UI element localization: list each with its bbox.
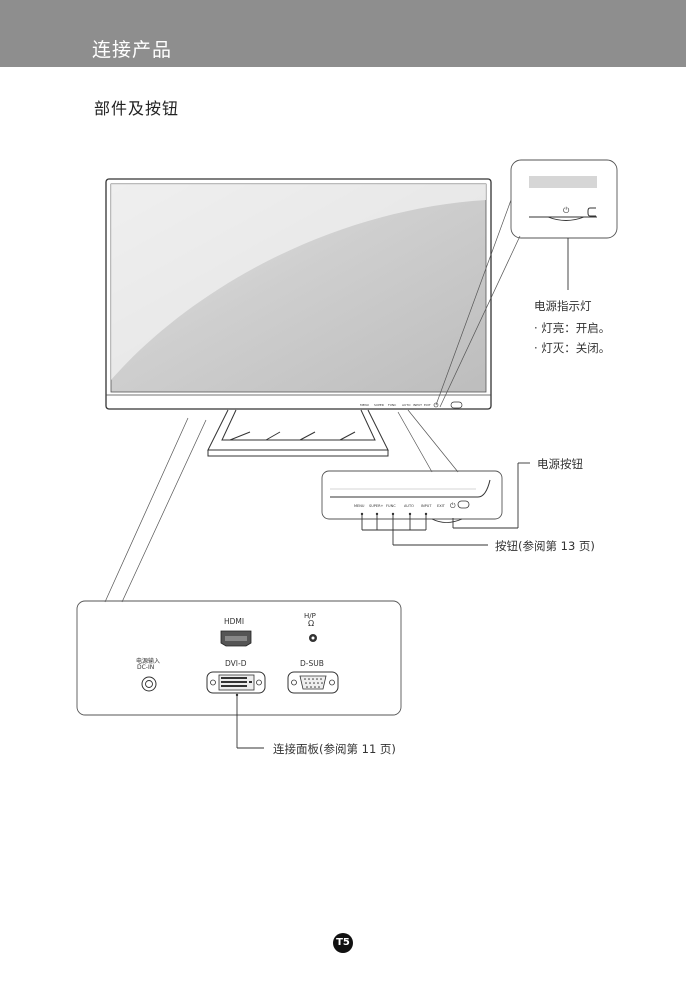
svg-text:SUPER: SUPER — [374, 403, 384, 407]
dc-in-label: DC-IN — [137, 664, 155, 671]
page-number: T5 — [333, 933, 353, 953]
svg-text:MENU: MENU — [360, 403, 369, 407]
connection-panel-label: 连接面板(参阅第 11 页) — [273, 742, 396, 756]
svg-text:INPUT: INPUT — [413, 403, 422, 407]
headphone-label: H/P — [304, 612, 316, 620]
power-indicator-on-text: · 灯亮：开启。 — [534, 321, 611, 335]
svg-text:FUNC: FUNC — [386, 504, 396, 508]
connection-panel-callout — [76, 417, 402, 749]
dc-in-label-cn: 电源输入 — [136, 658, 161, 665]
headphone-icon: Ω — [308, 619, 315, 628]
svg-text:INPUT: INPUT — [421, 504, 432, 508]
svg-text:SUPER+: SUPER+ — [369, 504, 384, 508]
power-button-label: 电源按钮 — [537, 457, 583, 471]
svg-text:FUNC: FUNC — [388, 403, 396, 407]
hdmi-label: HDMI — [224, 617, 245, 626]
header-band — [0, 0, 686, 67]
svg-text:AUTO: AUTO — [402, 403, 411, 407]
power-indicator-off-text: · 灯灭：关闭。 — [534, 341, 611, 355]
svg-text:EXIT: EXIT — [424, 403, 431, 407]
svg-text:⏻: ⏻ — [563, 206, 570, 215]
section-title: 部件及按钮 — [94, 99, 180, 118]
svg-text:AUTO: AUTO — [404, 504, 414, 508]
svg-text:EXIT: EXIT — [437, 504, 446, 508]
buttons-label: 按钮(参阅第 13 页) — [495, 539, 595, 553]
monitor-stand — [207, 409, 389, 457]
power-indicator-title: 电源指示灯 — [534, 299, 592, 313]
d-sub-label: D-SUB — [300, 659, 324, 668]
dvi-d-label: DVI-D — [225, 659, 247, 668]
svg-text:⏻: ⏻ — [450, 502, 456, 510]
buttons-callout: MENU SUPER+ FUNC AUTO INPUT EXIT ⏻ — [321, 409, 530, 546]
power-indicator-callout: ⏻ — [435, 159, 618, 408]
page-header-title: 连接产品 — [92, 39, 173, 61]
svg-text:MENU: MENU — [354, 504, 365, 508]
